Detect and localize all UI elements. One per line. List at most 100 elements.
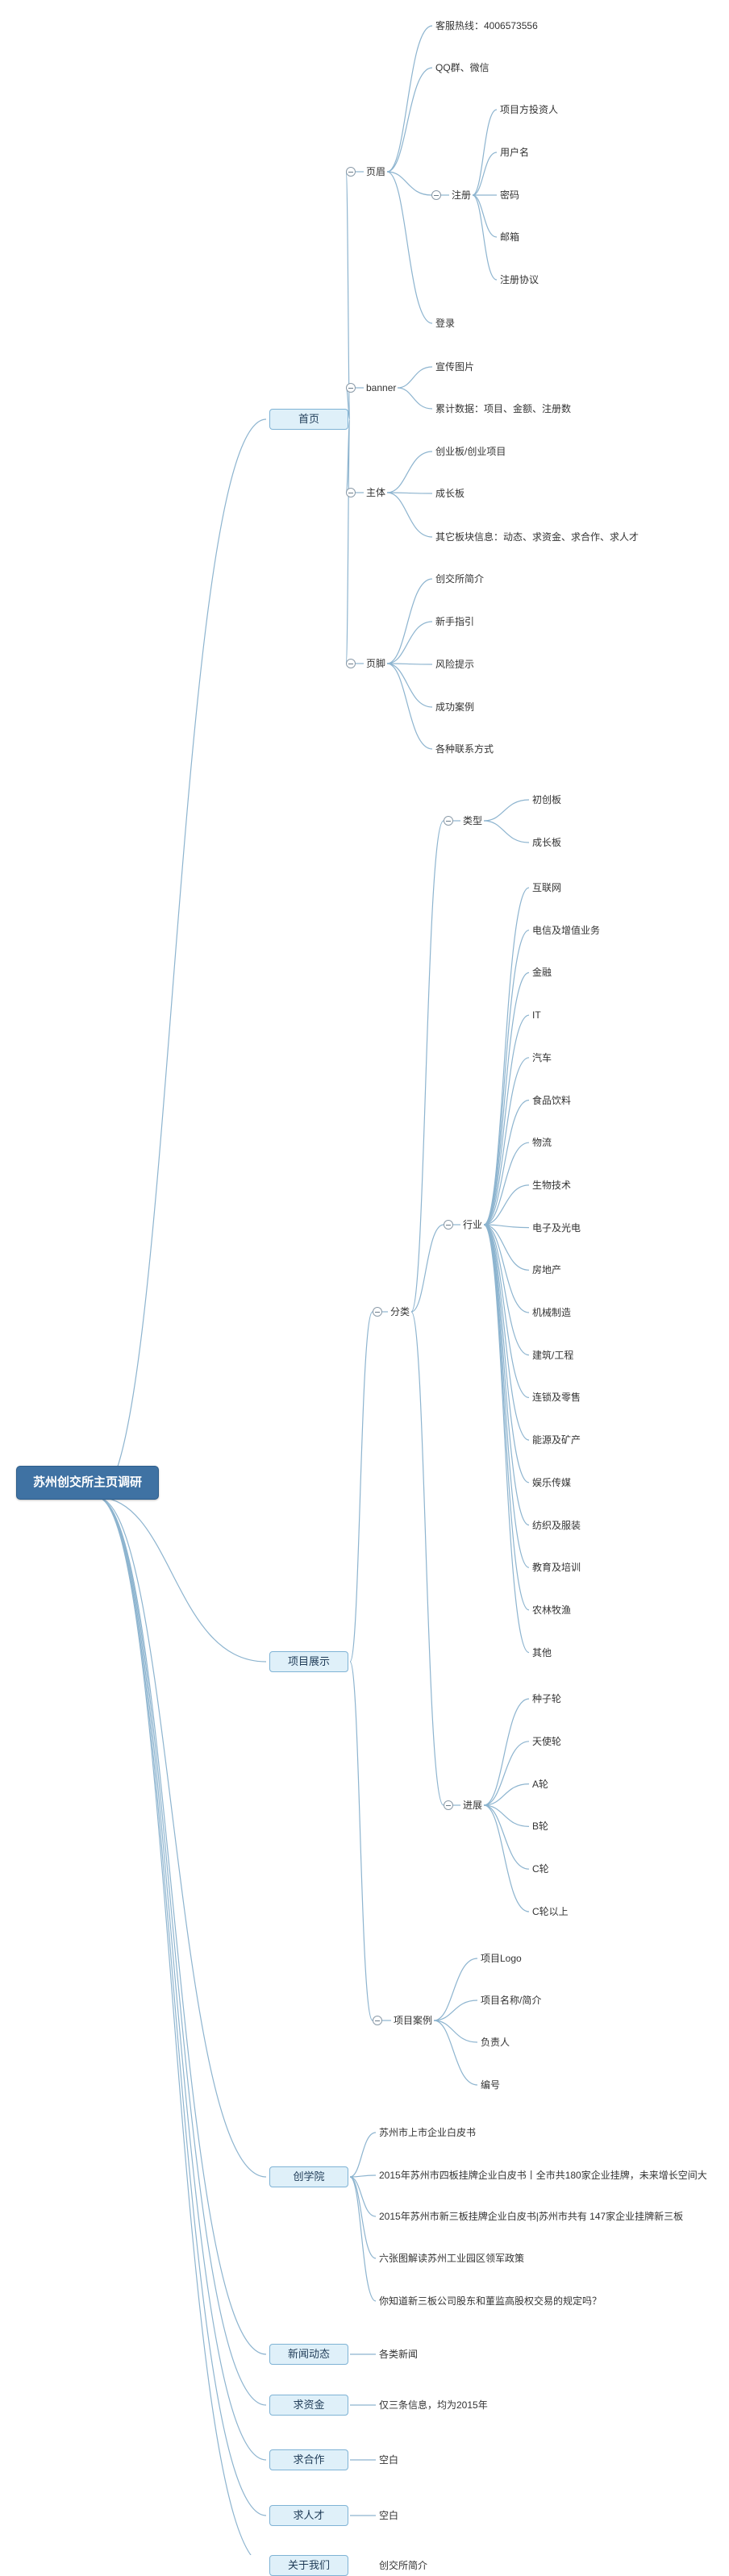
leaf-node[interactable]: 苏州市上市企业白皮书 [379, 2127, 477, 2138]
connector-line [410, 1224, 444, 1313]
leaf-node[interactable]: C轮以上 [532, 1906, 569, 1917]
collapse-toggle-icon[interactable] [346, 383, 356, 393]
connector-line [349, 2176, 377, 2302]
leaf-node[interactable]: 编号 [481, 2079, 501, 2091]
leaf-node[interactable]: 建筑/工程 [532, 1349, 574, 1361]
leaf-node[interactable]: 纺织及服装 [532, 1519, 581, 1531]
leaf-node[interactable]: 项目名称/简介 [481, 1995, 542, 2006]
topic-node[interactable]: banner [366, 382, 397, 393]
leaf-node[interactable]: 成功案例 [435, 701, 475, 713]
leaf-node[interactable]: 其它板块信息：动态、求资金、求合作、求人才 [435, 531, 639, 543]
topic-node[interactable]: 主体 [366, 487, 386, 498]
leaf-node[interactable]: 电子及光电 [532, 1221, 581, 1234]
connector-line [349, 2176, 377, 2259]
topic-node[interactable]: 项目展示 [269, 1651, 348, 1672]
leaf-node[interactable]: 电信及增值业务 [532, 924, 601, 936]
leaf-node[interactable]: 教育及培训 [532, 1562, 581, 1574]
leaf-node[interactable]: 项目Logo [481, 1953, 522, 1964]
topic-node[interactable]: 页眉 [366, 166, 386, 177]
topic-node[interactable]: 求资金 [269, 2395, 348, 2416]
leaf-node[interactable]: 密码 [500, 189, 520, 201]
collapse-toggle-icon[interactable] [346, 659, 356, 668]
leaf-node[interactable]: 成长板 [532, 837, 562, 848]
leaf-node[interactable]: 其他 [532, 1646, 552, 1658]
collapse-toggle-icon[interactable] [346, 167, 356, 177]
connector-line [386, 451, 433, 493]
leaf-node[interactable]: 种子轮 [532, 1693, 562, 1704]
leaf-node[interactable]: 空白 [379, 2510, 399, 2521]
leaf-node[interactable]: 用户名 [500, 147, 530, 158]
leaf-node[interactable]: 成长板 [435, 488, 465, 499]
collapse-toggle-icon[interactable] [373, 2016, 382, 2025]
leaf-node[interactable]: 能源及矿产 [532, 1434, 581, 1446]
connector-line [96, 418, 267, 1498]
leaf-node[interactable]: 天使轮 [532, 1735, 562, 1747]
leaf-node[interactable]: 互联网 [532, 882, 562, 893]
leaf-node[interactable]: 风险提示 [435, 659, 475, 670]
topic-node[interactable]: 新闻动态 [269, 2344, 348, 2365]
connector-line [349, 1311, 373, 1663]
leaf-node[interactable]: 仅三条信息，均为2015年 [379, 2399, 488, 2411]
topic-node[interactable]: 行业 [463, 1219, 483, 1230]
topic-node[interactable]: 关于我们 [269, 2555, 348, 2576]
leaf-node[interactable]: 金融 [532, 967, 552, 979]
leaf-node[interactable]: 登录 [435, 318, 456, 329]
collapse-toggle-icon[interactable] [444, 1220, 453, 1230]
leaf-node[interactable]: 食品饮料 [532, 1094, 572, 1106]
topic-node[interactable]: 类型 [463, 815, 483, 826]
leaf-node[interactable]: 各类新闻 [379, 2349, 419, 2360]
connector-line [96, 1496, 267, 2516]
leaf-node[interactable]: 创交所简介 [435, 573, 485, 585]
leaf-node[interactable]: 农林牧渔 [532, 1604, 572, 1616]
leaf-node[interactable]: 客服热线：4006573556 [435, 20, 538, 31]
collapse-toggle-icon[interactable] [373, 1307, 382, 1317]
leaf-node[interactable]: 累计数据：项目、金额、注册数 [435, 403, 572, 414]
root-topic[interactable]: 苏州创交所主页调研 [16, 1466, 160, 1500]
topic-node[interactable]: 分类 [390, 1306, 410, 1317]
leaf-node[interactable]: 负责人 [481, 2037, 510, 2048]
leaf-node[interactable]: 注册协议 [500, 274, 539, 285]
topic-node[interactable]: 项目案例 [394, 2015, 433, 2026]
leaf-node[interactable]: 创业板/创业项目 [435, 446, 506, 457]
leaf-node[interactable]: 房地产 [532, 1264, 562, 1276]
leaf-node[interactable]: 汽车 [532, 1051, 552, 1063]
collapse-toggle-icon[interactable] [444, 1800, 453, 1810]
topic-node[interactable]: 页脚 [366, 658, 386, 669]
leaf-node[interactable]: 空白 [379, 2454, 399, 2466]
connector-line [483, 1224, 530, 1229]
leaf-node[interactable]: 生物技术 [532, 1179, 572, 1191]
leaf-node[interactable]: 项目方投资人 [500, 104, 559, 115]
topic-node[interactable]: 创学院 [269, 2166, 348, 2187]
leaf-node[interactable]: 新手指引 [435, 616, 475, 627]
leaf-node[interactable]: IT [532, 1009, 541, 1022]
connector-line [386, 25, 433, 173]
leaf-node[interactable]: 连锁及零售 [532, 1392, 581, 1404]
collapse-toggle-icon[interactable] [431, 190, 441, 200]
leaf-node[interactable]: 宣传图片 [435, 361, 475, 372]
topic-node[interactable]: 首页 [269, 409, 348, 430]
topic-node[interactable]: 进展 [463, 1800, 483, 1811]
leaf-node[interactable]: 机械制造 [532, 1307, 572, 1318]
leaf-node[interactable]: 2015年苏州市四板挂牌企业白皮书丨全市共180家企业挂牌，未来增长空间大 [379, 2170, 707, 2181]
leaf-node[interactable]: QQ群、微信 [435, 62, 489, 73]
leaf-node[interactable]: C轮 [532, 1863, 549, 1875]
collapse-toggle-icon[interactable] [346, 488, 356, 497]
leaf-node[interactable]: 娱乐传媒 [532, 1476, 572, 1488]
leaf-node[interactable]: 六张图解读苏州工业园区领军政策 [379, 2253, 525, 2264]
leaf-node[interactable]: 邮箱 [500, 231, 520, 243]
leaf-node[interactable]: 各种联系方式 [435, 743, 494, 755]
leaf-node[interactable]: A轮 [532, 1778, 549, 1790]
leaf-node[interactable]: 2015年苏州市新三板挂牌企业白皮书|苏州市共有 147家企业挂牌新三板 [379, 2211, 684, 2222]
connector-line [345, 418, 351, 664]
collapse-toggle-icon[interactable] [444, 816, 453, 826]
leaf-node[interactable]: 初创板 [532, 794, 562, 805]
leaf-node[interactable]: 创交所简介 [379, 2560, 428, 2571]
connector-line [410, 820, 444, 1313]
topic-node[interactable]: 求合作 [269, 2449, 348, 2470]
leaf-node[interactable]: 你知道新三板公司股东和董监高股权交易的规定吗？ [379, 2295, 602, 2307]
leaf-node[interactable]: B轮 [532, 1821, 549, 1833]
connector-line [96, 1496, 267, 2406]
topic-node[interactable]: 注册 [452, 189, 472, 201]
leaf-node[interactable]: 物流 [532, 1137, 552, 1149]
topic-node[interactable]: 求人才 [269, 2505, 348, 2526]
